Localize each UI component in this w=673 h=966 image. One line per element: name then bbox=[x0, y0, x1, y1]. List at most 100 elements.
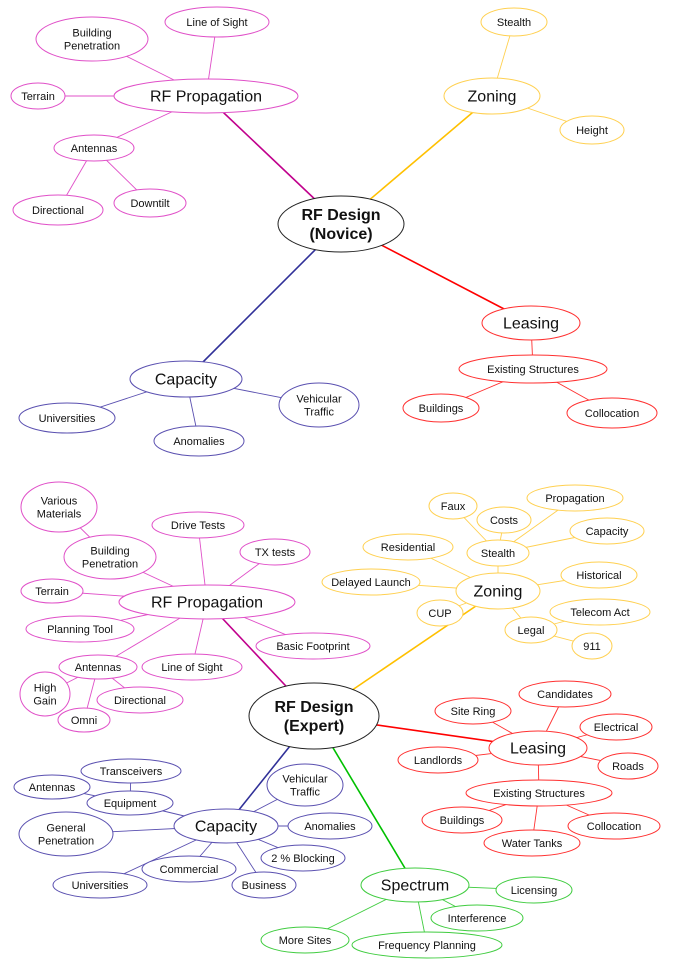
node-interference[interactable]: Interference bbox=[430, 904, 524, 932]
node-blocking[interactable]: 2 % Blocking bbox=[260, 844, 346, 872]
node-delayed[interactable]: Delayed Launch bbox=[321, 568, 421, 596]
node-ellipse bbox=[86, 790, 174, 816]
node-sitering[interactable]: Site Ring bbox=[434, 697, 512, 725]
node-directional2[interactable]: Directional bbox=[96, 686, 184, 714]
node-ellipse bbox=[151, 511, 245, 539]
node-buildings2[interactable]: Buildings bbox=[421, 806, 503, 834]
node-label: Leasing bbox=[510, 741, 566, 758]
node-ellipse bbox=[255, 632, 371, 660]
node-collocation1[interactable]: Collocation bbox=[566, 397, 658, 429]
node-equipment[interactable]: Equipment bbox=[86, 790, 174, 816]
node-collocation2[interactable]: Collocation bbox=[567, 812, 661, 840]
node-label: Licensing bbox=[511, 885, 557, 897]
node-label: Residential bbox=[381, 542, 435, 554]
node-rfprop2[interactable]: RF Propagation bbox=[118, 584, 296, 620]
node-stealth2[interactable]: Stealth bbox=[466, 539, 530, 567]
expert-nodes: RF Design(Expert) RF Propagation VariousMa… bbox=[13, 481, 661, 959]
node-legal[interactable]: Legal bbox=[504, 616, 558, 644]
node-omni[interactable]: Omni bbox=[57, 707, 111, 733]
node-transceivers[interactable]: Transceivers bbox=[80, 758, 182, 784]
node-antennas3[interactable]: Antennas bbox=[13, 774, 91, 800]
node-residential[interactable]: Residential bbox=[362, 533, 454, 561]
node-roads[interactable]: Roads bbox=[597, 752, 659, 780]
node-label: Antennas bbox=[29, 782, 76, 794]
node-capacity1[interactable]: Capacity bbox=[129, 360, 243, 398]
node-label: Landlords bbox=[414, 755, 463, 767]
node-costs[interactable]: Costs bbox=[476, 506, 532, 534]
node-licensing[interactable]: Licensing bbox=[495, 876, 573, 904]
node-zoning1[interactable]: Zoning bbox=[443, 77, 541, 115]
node-ellipse bbox=[80, 758, 182, 784]
node-buildings1[interactable]: Buildings bbox=[402, 393, 480, 423]
node-ellipse bbox=[129, 360, 243, 398]
node-leasing1[interactable]: Leasing bbox=[481, 305, 581, 341]
node-planning[interactable]: Planning Tool bbox=[25, 615, 135, 643]
node-capacityZ[interactable]: Capacity bbox=[569, 517, 645, 545]
node-existing1[interactable]: Existing Structures bbox=[458, 354, 608, 384]
node-propagationZ[interactable]: Propagation bbox=[526, 484, 624, 512]
node-leasing2[interactable]: Leasing bbox=[488, 730, 588, 766]
node-anomalies1[interactable]: Anomalies bbox=[153, 425, 245, 457]
node-label: Historical bbox=[576, 570, 621, 582]
node-anomalies2[interactable]: Anomalies bbox=[287, 812, 373, 840]
node-label: Vehicular bbox=[296, 393, 342, 405]
node-label: RF Design bbox=[274, 699, 353, 716]
node-drivetests[interactable]: Drive Tests bbox=[151, 511, 245, 539]
node-label: Building bbox=[72, 27, 111, 39]
node-universities2[interactable]: Universities bbox=[52, 871, 148, 899]
node-ellipse bbox=[465, 779, 613, 807]
node-txtests[interactable]: TX tests bbox=[239, 538, 311, 566]
node-freqplanning[interactable]: Frequency Planning bbox=[351, 931, 503, 959]
node-terrain2[interactable]: Terrain bbox=[20, 578, 84, 604]
node-height1[interactable]: Height bbox=[559, 115, 625, 145]
node-cup[interactable]: CUP bbox=[416, 599, 464, 627]
node-terrain1[interactable]: Terrain bbox=[10, 82, 66, 110]
node-directional1[interactable]: Directional bbox=[12, 194, 104, 226]
node-candidates[interactable]: Candidates bbox=[518, 680, 612, 708]
node-landlords[interactable]: Landlords bbox=[397, 746, 479, 774]
node-label: Universities bbox=[72, 880, 129, 892]
node-downtilt1[interactable]: Downtilt bbox=[113, 188, 187, 218]
node-center2[interactable]: RF Design(Expert) bbox=[248, 682, 380, 750]
node-ellipse bbox=[25, 615, 135, 643]
node-label: Stealth bbox=[481, 548, 515, 560]
node-capacity2[interactable]: Capacity bbox=[173, 808, 279, 844]
node-los2[interactable]: Line of Sight bbox=[141, 653, 243, 681]
node-antennas1[interactable]: Antennas bbox=[53, 134, 135, 162]
node-moresites[interactable]: More Sites bbox=[260, 926, 350, 954]
node-watertanks[interactable]: Water Tanks bbox=[483, 829, 581, 857]
node-faux[interactable]: Faux bbox=[428, 492, 478, 520]
node-spectrum[interactable]: Spectrum bbox=[360, 867, 470, 903]
node-label: Line of Sight bbox=[161, 662, 222, 674]
node-n911[interactable]: 911 bbox=[571, 632, 613, 660]
node-commercial[interactable]: Commercial bbox=[141, 855, 237, 883]
node-electrical[interactable]: Electrical bbox=[579, 713, 653, 741]
node-center1[interactable]: RF Design(Novice) bbox=[277, 195, 405, 253]
node-ellipse bbox=[52, 871, 148, 899]
node-basicfoot[interactable]: Basic Footprint bbox=[255, 632, 371, 660]
node-telecom[interactable]: Telecom Act bbox=[549, 598, 651, 626]
node-existing2[interactable]: Existing Structures bbox=[465, 779, 613, 807]
node-business[interactable]: Business bbox=[231, 871, 297, 899]
node-label: Zoning bbox=[468, 89, 517, 106]
node-los1[interactable]: Line of Sight bbox=[164, 6, 270, 38]
node-historical[interactable]: Historical bbox=[560, 561, 638, 589]
node-rfprop1[interactable]: RF Propagation bbox=[113, 78, 299, 114]
node-ellipse bbox=[20, 578, 84, 604]
node-ellipse bbox=[113, 78, 299, 114]
node-zoning2[interactable]: Zoning bbox=[455, 572, 541, 610]
node-ellipse bbox=[12, 194, 104, 226]
node-stealth1[interactable]: Stealth bbox=[480, 7, 548, 37]
node-label: Building bbox=[90, 545, 129, 557]
node-label: Universities bbox=[39, 413, 96, 425]
node-universities1[interactable]: Universities bbox=[18, 402, 116, 434]
node-ellipse bbox=[483, 829, 581, 857]
node-antennas2[interactable]: Antennas bbox=[58, 654, 138, 680]
